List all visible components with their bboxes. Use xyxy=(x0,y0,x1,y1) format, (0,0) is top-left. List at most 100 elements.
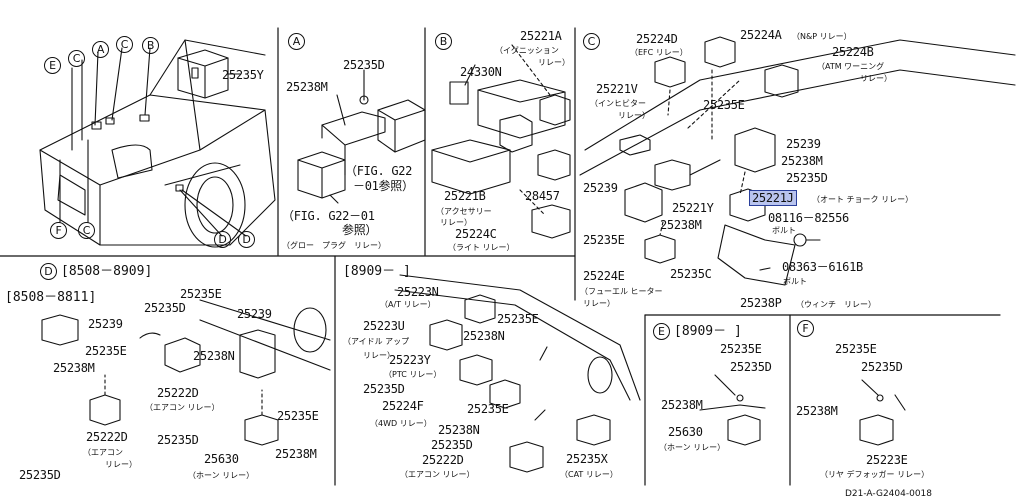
part-c-25224a: 25224A xyxy=(740,28,782,42)
part-c-25235e: 25235E xyxy=(703,98,745,112)
name-cat-relay: （CAT リレー） xyxy=(560,470,618,479)
part-e-25238m: 25238M xyxy=(661,398,703,412)
part-b-25221b: 25221B xyxy=(444,189,486,203)
fig-ref-a2: （FIG. G22－01 xyxy=(282,209,375,223)
name-atm-warning-relay-b: リレー） xyxy=(860,74,892,83)
section-a-title: A xyxy=(288,33,309,50)
callout-a: A xyxy=(92,41,113,58)
part-d2-25235d-b: 25235D xyxy=(157,433,199,447)
part-m-25223n: 25223N xyxy=(397,285,439,299)
name-auto-choke-relay: （オート チョーク リレー） xyxy=(812,195,914,204)
part-c-25235c: 25235C xyxy=(670,267,712,281)
part-e-25235d: 25235D xyxy=(730,360,772,374)
fig-ref-a1b: －01参照） xyxy=(353,179,414,193)
part-m-25235d-b: 25235D xyxy=(431,438,473,452)
name-np-relay: （N&P リレー） xyxy=(792,32,852,41)
part-c-25238m: 25238M xyxy=(781,154,823,168)
part-c-25221j[interactable]: 25221J xyxy=(749,190,797,206)
callout-d: D xyxy=(214,231,235,248)
part-b-25221a: 25221A xyxy=(520,29,562,43)
callout-e: E xyxy=(44,57,65,74)
section-main-drawing xyxy=(394,274,641,473)
section-c-drawing xyxy=(579,36,1016,286)
name-4wd-relay: （4WD リレー） xyxy=(370,419,432,428)
part-c-25238p: 25238P xyxy=(740,296,782,310)
name-ignition-relay-b: リレー） xyxy=(538,58,570,67)
car-front-illustration xyxy=(39,39,276,248)
part-c-25221y: 25221Y xyxy=(672,201,714,215)
name-rear-defogger-relay: （リヤ デフォッガー リレー） xyxy=(820,470,930,479)
part-m-25222d: 25222D xyxy=(422,453,464,467)
part-c-25239: 25239 xyxy=(786,137,821,151)
name-horn-relay-d: （ホーン リレー） xyxy=(188,471,255,480)
part-m-25223y: 25223Y xyxy=(389,353,431,367)
section-f-drawing xyxy=(859,379,906,446)
callout-f: F xyxy=(50,222,71,239)
part-d2-25630: 25630 xyxy=(204,452,239,466)
section-b-drawing xyxy=(431,44,571,239)
section-a-drawing xyxy=(297,69,426,204)
callout-d2: D xyxy=(238,231,259,248)
name-inhibitor-relay: （インヒビター xyxy=(590,99,646,108)
section-e-title: E[8909－ ] xyxy=(653,320,742,340)
name-aircon-relay-d2: （エアコン リレー） xyxy=(145,403,220,412)
name-ptc-relay: （PTC リレー） xyxy=(384,370,442,379)
name-idle-up-relay: （アイドル アップ xyxy=(343,337,410,346)
part-c-08363-6161b: 08363－6161B xyxy=(782,260,863,274)
part-b-28457: 28457 xyxy=(525,189,560,203)
fig-ref-a2b: 参照） xyxy=(342,223,378,237)
part-d-25235d: 25235D xyxy=(19,468,61,482)
part-a-25235d: 25235D xyxy=(343,58,385,72)
part-a-25238m: 25238M xyxy=(286,80,328,94)
name-inhibitor-relay-b: リレー） xyxy=(618,111,650,120)
section-d-drawing xyxy=(41,299,331,446)
part-m-25235d: 25235D xyxy=(363,382,405,396)
name-efc-relay: （EFC リレー） xyxy=(630,48,688,57)
section-e-drawing xyxy=(699,374,766,446)
name-glow-plug-relay: （グロー プラグ リレー） xyxy=(282,241,386,250)
part-c-25238m-b: 25238M xyxy=(660,218,702,232)
name-atm-warning-relay: （ATM ワーニング xyxy=(817,62,885,71)
part-d2-25239: 25239 xyxy=(237,307,272,321)
section-c-title: C xyxy=(583,33,604,50)
callout-c: C xyxy=(68,50,89,67)
name-idle-up-relay-b: リレー） xyxy=(363,351,395,360)
name-bolt-1: ボルト xyxy=(772,226,796,235)
fig-ref-a1: （FIG. G22 xyxy=(345,164,413,178)
part-m-25235e-b: 25235E xyxy=(467,402,509,416)
part-m-25235x: 25235X xyxy=(566,452,608,466)
part-d2-25238m: 25238M xyxy=(275,447,317,461)
part-m-25238n-b: 25238N xyxy=(438,423,480,437)
part-d2-25235e-b: 25235E xyxy=(277,409,319,423)
part-c-08116-82556: 08116－82556 xyxy=(768,211,849,225)
part-c-25235e-b: 25235E xyxy=(583,233,625,247)
name-fuel-heater-relay: （フューエル ヒーター xyxy=(580,287,663,296)
part-c-25224b: 25224B xyxy=(832,45,874,59)
part-m-25223u: 25223U xyxy=(363,319,405,333)
part-d2-25238n: 25238N xyxy=(193,349,235,363)
section-b-title: B xyxy=(435,33,456,50)
part-m-25224f: 25224F xyxy=(382,399,424,413)
part-c-25235d: 25235D xyxy=(786,171,828,185)
part-c-25239-b: 25239 xyxy=(583,181,618,195)
part-f-25238m: 25238M xyxy=(796,404,838,418)
part-m-25235e: 25235E xyxy=(497,312,539,326)
part-f-25235d: 25235D xyxy=(861,360,903,374)
part-b-24330n: 24330N xyxy=(460,65,502,79)
name-aircon-relay-d: （エアコン xyxy=(83,448,123,457)
callout-c2: C xyxy=(116,36,137,53)
part-f-25235e: 25235E xyxy=(835,342,877,356)
part-d-25222d: 25222D xyxy=(86,430,128,444)
name-fuel-heater-relay-b: リレー） xyxy=(583,299,615,308)
part-b-25224c: 25224C xyxy=(455,227,497,241)
section-d-title: D[8508－8909] xyxy=(40,260,152,280)
section-f-title: F xyxy=(797,320,818,337)
name-at-relay: （A/T リレー） xyxy=(380,300,436,309)
name-ignition-relay: （イグニッション xyxy=(495,46,559,55)
callout-c3: C xyxy=(78,222,99,239)
diagram-code: D21-A-G2404-0018 xyxy=(845,489,932,499)
name-winch-relay: （ウィンチ リレー） xyxy=(796,300,876,309)
part-d2-25235e: 25235E xyxy=(180,287,222,301)
